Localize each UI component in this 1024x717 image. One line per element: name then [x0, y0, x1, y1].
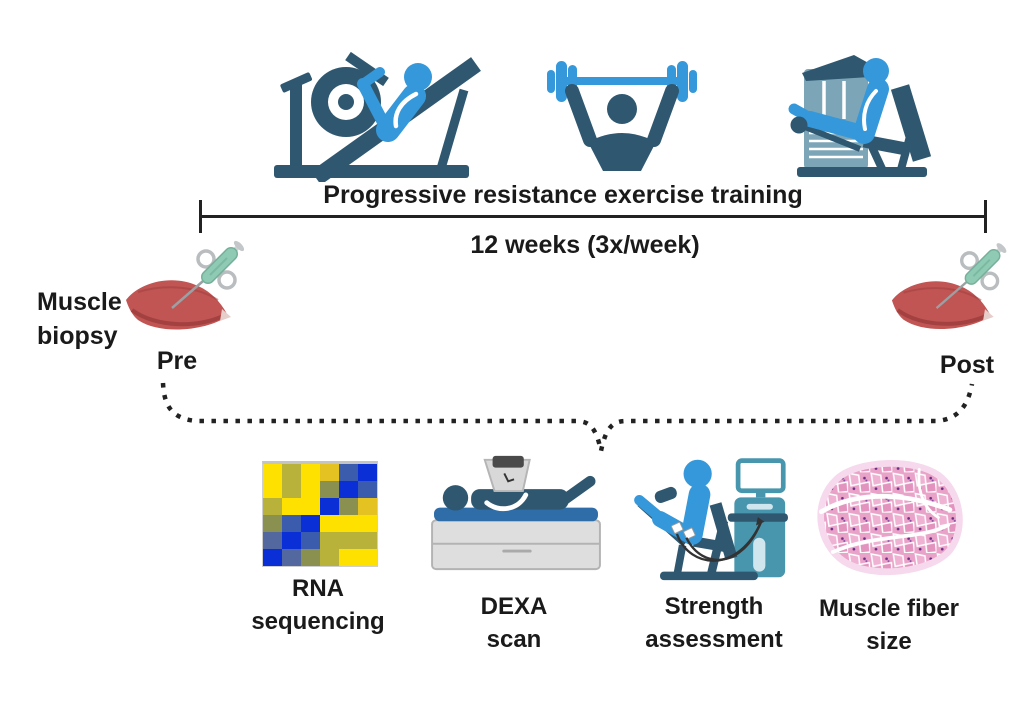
heatmap-cell [282, 549, 301, 566]
heatmap-cell [263, 481, 282, 498]
outcome-label-dexa-line1: DEXA [480, 593, 548, 620]
heatmap-cell [320, 532, 339, 549]
muscle-biopsy-label: Muscle biopsy [37, 285, 122, 353]
leg-extension-machine-icon [788, 55, 932, 177]
heatmap-cell [263, 515, 282, 532]
heatmap-cell [282, 481, 301, 498]
heatmap-cell [358, 549, 377, 566]
post-label: Post [939, 351, 995, 379]
isokinetic-dynamometer-icon [634, 458, 788, 581]
heatmap-cell [301, 481, 320, 498]
heatmap-cell [301, 515, 320, 532]
heatmap-cell [320, 481, 339, 498]
heatmap-cell [358, 481, 377, 498]
muscle-biopsy-label-line2: biopsy [37, 322, 118, 350]
heatmap-cell [358, 532, 377, 549]
heatmap-cell [339, 532, 358, 549]
heatmap-cell [358, 464, 377, 481]
gene-expression-heatmap-icon [262, 461, 378, 567]
outcome-label-dexa: DEXA scan [481, 590, 548, 656]
muscle-biopsy-label-line1: Muscle [37, 288, 122, 316]
heatmap-cell [358, 498, 377, 515]
outcome-label-strength: Strength assessment [645, 590, 782, 656]
heatmap-cell [301, 464, 320, 481]
outcome-label-rna-line2: sequencing [251, 608, 385, 635]
leg-press-machine-icon [274, 51, 481, 182]
electrode-wires [675, 517, 765, 562]
outcome-label-fiber: Muscle fiber size [819, 592, 959, 658]
heatmap-cell [301, 532, 320, 549]
outcome-label-strength-line2: assessment [645, 626, 783, 653]
outcome-label-fiber-line1: Muscle fiber [818, 595, 960, 622]
heatmap-cell [339, 498, 358, 515]
lifter-person [565, 84, 679, 171]
muscle-histology-cross-section-icon [817, 460, 963, 576]
heatmap-cell [339, 481, 358, 498]
fascicle-septum [818, 493, 953, 515]
heatmap-cell [282, 498, 301, 515]
test-subject-person [634, 459, 712, 545]
pre-label: Pre [156, 347, 198, 375]
heatmap-cell [282, 464, 301, 481]
leg-press-person [357, 63, 432, 142]
heatmap-cell [320, 498, 339, 515]
barbell-overhead-press-icon [547, 61, 697, 171]
outcome-label-fiber-line2: size [866, 628, 912, 655]
heatmap-cell [320, 515, 339, 532]
heatmap-cell [263, 532, 282, 549]
fascicle-septum [917, 468, 940, 519]
dynamometer-computer [727, 458, 788, 578]
timeline-right-tick [984, 200, 987, 233]
heatmap-cell [263, 498, 282, 515]
heatmap-cell [263, 549, 282, 566]
outcome-label-rna: RNA sequencing [251, 572, 384, 638]
scanner-bed [431, 507, 601, 571]
heatmap-cell [301, 498, 320, 515]
timeline-line [200, 215, 986, 218]
machine-frame [797, 84, 932, 177]
heatmap-cell [358, 515, 377, 532]
training-duration: 12 weeks (3x/week) [470, 231, 700, 259]
heatmap-cell [263, 464, 282, 481]
fascicle-septum [830, 523, 950, 554]
heatmap-cell [301, 549, 320, 566]
outcome-label-rna-line1: RNA [291, 575, 344, 602]
heatmap-cell [339, 464, 358, 481]
timeline-left-tick [199, 200, 202, 233]
dexa-scanner-icon [431, 455, 601, 571]
heatmap-cell [320, 464, 339, 481]
outcome-label-dexa-line2: scan [486, 626, 542, 653]
heatmap-cell [320, 549, 339, 566]
histology-blob [817, 460, 963, 576]
heatmap-cell [339, 515, 358, 532]
ankle-roller-pad-icon [790, 116, 808, 134]
training-title: Progressive resistance exercise training [323, 181, 803, 209]
heatmap-cell [282, 515, 301, 532]
heatmap-cell [282, 532, 301, 549]
outcome-label-strength-line1: Strength [664, 593, 764, 620]
leg-extension-person [788, 58, 889, 144]
scanner-arm [483, 455, 531, 493]
patient-silhouette [442, 475, 596, 512]
heatmap-cell [339, 549, 358, 566]
